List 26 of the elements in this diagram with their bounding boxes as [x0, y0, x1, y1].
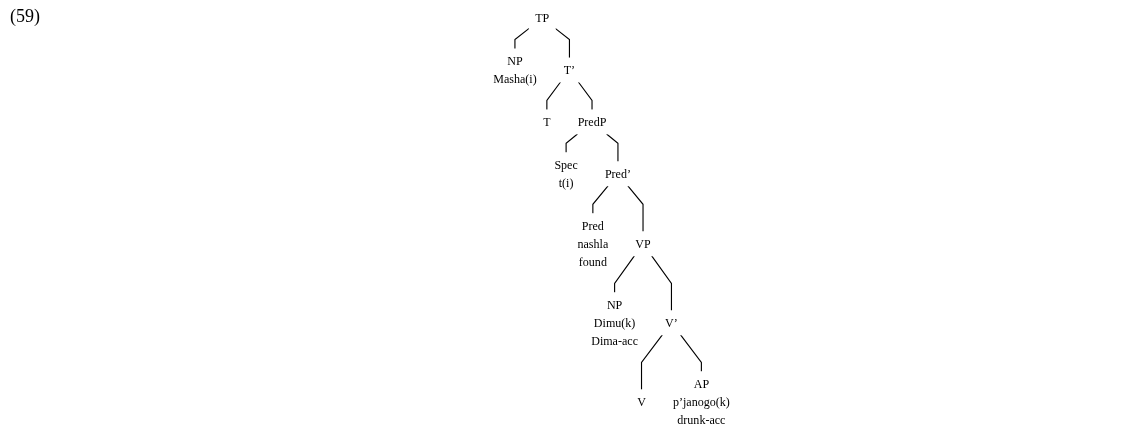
- connector: [614, 255, 635, 294]
- node-text: V’: [665, 316, 678, 329]
- example-number: (59): [10, 6, 41, 27]
- connector: [606, 133, 619, 163]
- node-text: T: [543, 115, 551, 128]
- connector: [514, 27, 530, 50]
- connector: [554, 27, 570, 59]
- connector: [577, 81, 593, 111]
- connector: [680, 334, 702, 373]
- connector: [627, 185, 644, 233]
- connector: [565, 133, 579, 154]
- connector: [640, 334, 663, 391]
- connector: [546, 81, 562, 111]
- node-text: Pred nashla found: [577, 219, 609, 268]
- node-text: T’: [563, 63, 576, 77]
- node-text: TP: [535, 11, 550, 25]
- connector: [592, 185, 609, 215]
- node-text: NP Dimu(k) Dima-acc: [591, 298, 638, 347]
- node-text: PredP: [577, 115, 607, 128]
- node-text: VP: [635, 237, 651, 250]
- node-text: AP p’janogo(k) drunk-acc: [672, 377, 730, 426]
- node-text: V: [637, 395, 646, 408]
- node-text: NP Masha(i): [493, 54, 537, 86]
- node-text: Spec t(i): [554, 158, 578, 189]
- node-text: Pred’: [604, 167, 631, 180]
- connector: [651, 255, 672, 312]
